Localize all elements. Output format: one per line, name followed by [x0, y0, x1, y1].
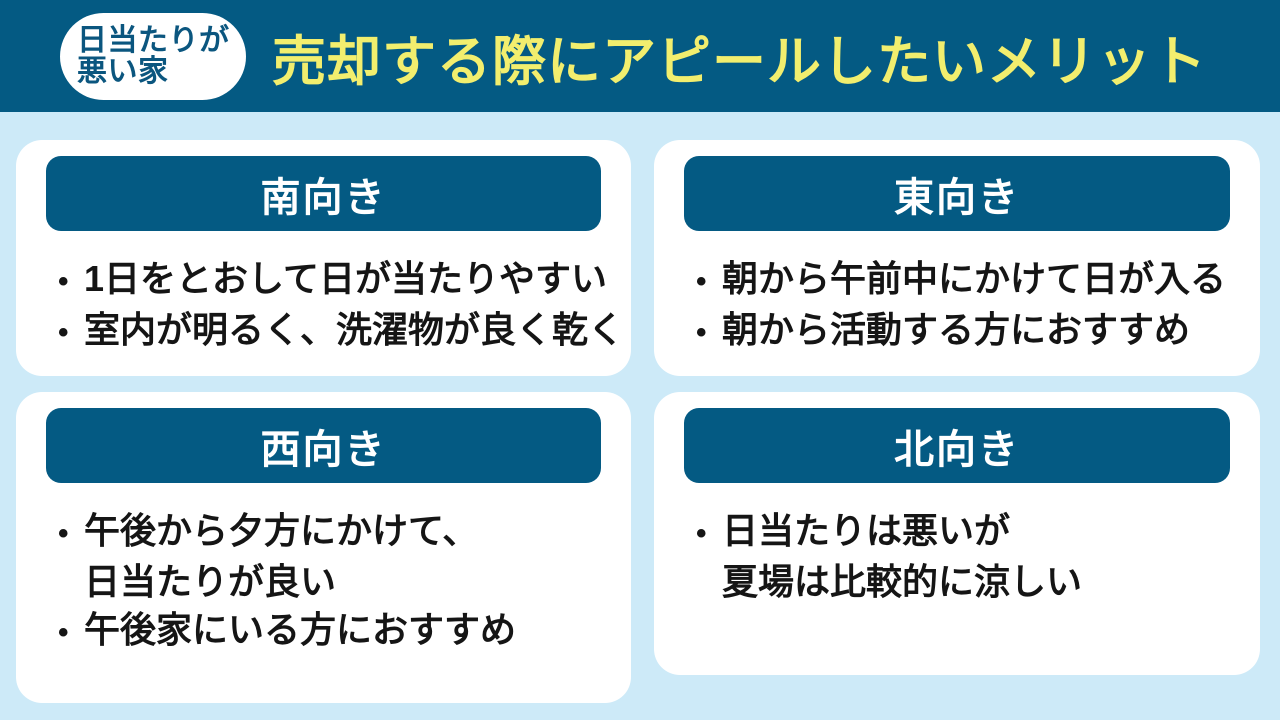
- bullet-icon: •: [58, 616, 69, 649]
- bullet-icon: •: [58, 316, 69, 349]
- card-south-title: 南向き: [260, 175, 387, 220]
- bullet-text: 朝から活動する方におすすめ: [722, 309, 1191, 350]
- bullet-text: 午後から夕方にかけて、: [84, 510, 479, 551]
- bullet-icon: •: [58, 517, 69, 550]
- card-east: 東向き • 朝から午前中にかけて日が入る • 朝から活動する方におすすめ: [654, 140, 1260, 376]
- card-east-title: 東向き: [894, 175, 1020, 220]
- bullet-text: 夏場は比較的に涼しい: [722, 561, 1083, 602]
- card-east-body: • 朝から午前中にかけて日が入る • 朝から活動する方におすすめ: [684, 231, 1230, 357]
- bullet-text: 日当たりが良い: [84, 561, 337, 602]
- bullet-continuation-line: 日当たりが良い: [58, 558, 601, 606]
- card-south-body: • 1日をとおして日が当たりやすい • 室内が明るく、洗濯物が良く乾く: [46, 231, 624, 357]
- bullet-continuation-line: 夏場は比較的に涼しい: [696, 558, 1230, 606]
- bullet-line: • 午後家にいる方におすすめ: [58, 606, 601, 657]
- card-north-body: • 日当たりは悪いが 夏場は比較的に涼しい: [684, 483, 1230, 606]
- bullet-text: 室内が明るく、洗濯物が良く乾く: [84, 309, 625, 350]
- bullet-text: 朝から午前中にかけて日が入る: [722, 258, 1227, 299]
- card-north-title: 北向き: [894, 427, 1020, 472]
- topic-badge-line1: 日当たりが: [77, 23, 230, 57]
- bullet-line: • 1日をとおして日が当たりやすい: [58, 255, 607, 306]
- card-west-header: 西向き: [46, 408, 601, 483]
- card-south-header: 南向き: [46, 156, 601, 231]
- card-south: 南向き • 1日をとおして日が当たりやすい • 室内が明るく、洗濯物が良く乾く: [16, 140, 631, 376]
- bullet-line: • 朝から活動する方におすすめ: [696, 306, 1230, 357]
- card-north: 北向き • 日当たりは悪いが 夏場は比較的に涼しい: [654, 392, 1260, 675]
- bullet-icon: •: [696, 316, 707, 349]
- bullet-icon: •: [696, 517, 707, 550]
- header-bar: 日当たりが 悪い家 売却する際にアピールしたいメリット: [0, 0, 1280, 112]
- bullet-text: 1日をとおして日が当たりやすい: [84, 258, 607, 299]
- bullet-icon: •: [58, 265, 69, 298]
- card-west-title: 西向き: [260, 427, 387, 472]
- card-east-header: 東向き: [684, 156, 1230, 231]
- bullet-text: 日当たりは悪いが: [722, 510, 1011, 551]
- bullet-line: • 室内が明るく、洗濯物が良く乾く: [58, 306, 624, 357]
- bullet-text: 午後家にいる方におすすめ: [84, 609, 517, 650]
- card-west: 西向き • 午後から夕方にかけて、 日当たりが良い • 午後家にいる方におすすめ: [16, 392, 631, 703]
- topic-badge: 日当たりが 悪い家: [60, 12, 246, 100]
- bullet-line: • 日当たりは悪いが: [696, 507, 1230, 558]
- bullet-line: • 朝から午前中にかけて日が入る: [696, 255, 1230, 306]
- cards-grid: 南向き • 1日をとおして日が当たりやすい • 室内が明るく、洗濯物が良く乾く 東向…: [16, 140, 1260, 703]
- topic-badge-line2: 悪い家: [77, 54, 169, 88]
- page-title: 売却する際にアピールしたいメリット: [272, 31, 1207, 92]
- bullet-icon: •: [696, 265, 707, 298]
- card-north-header: 北向き: [684, 408, 1230, 483]
- card-west-body: • 午後から夕方にかけて、 日当たりが良い • 午後家にいる方におすすめ: [46, 483, 601, 657]
- bullet-line: • 午後から夕方にかけて、: [58, 507, 601, 558]
